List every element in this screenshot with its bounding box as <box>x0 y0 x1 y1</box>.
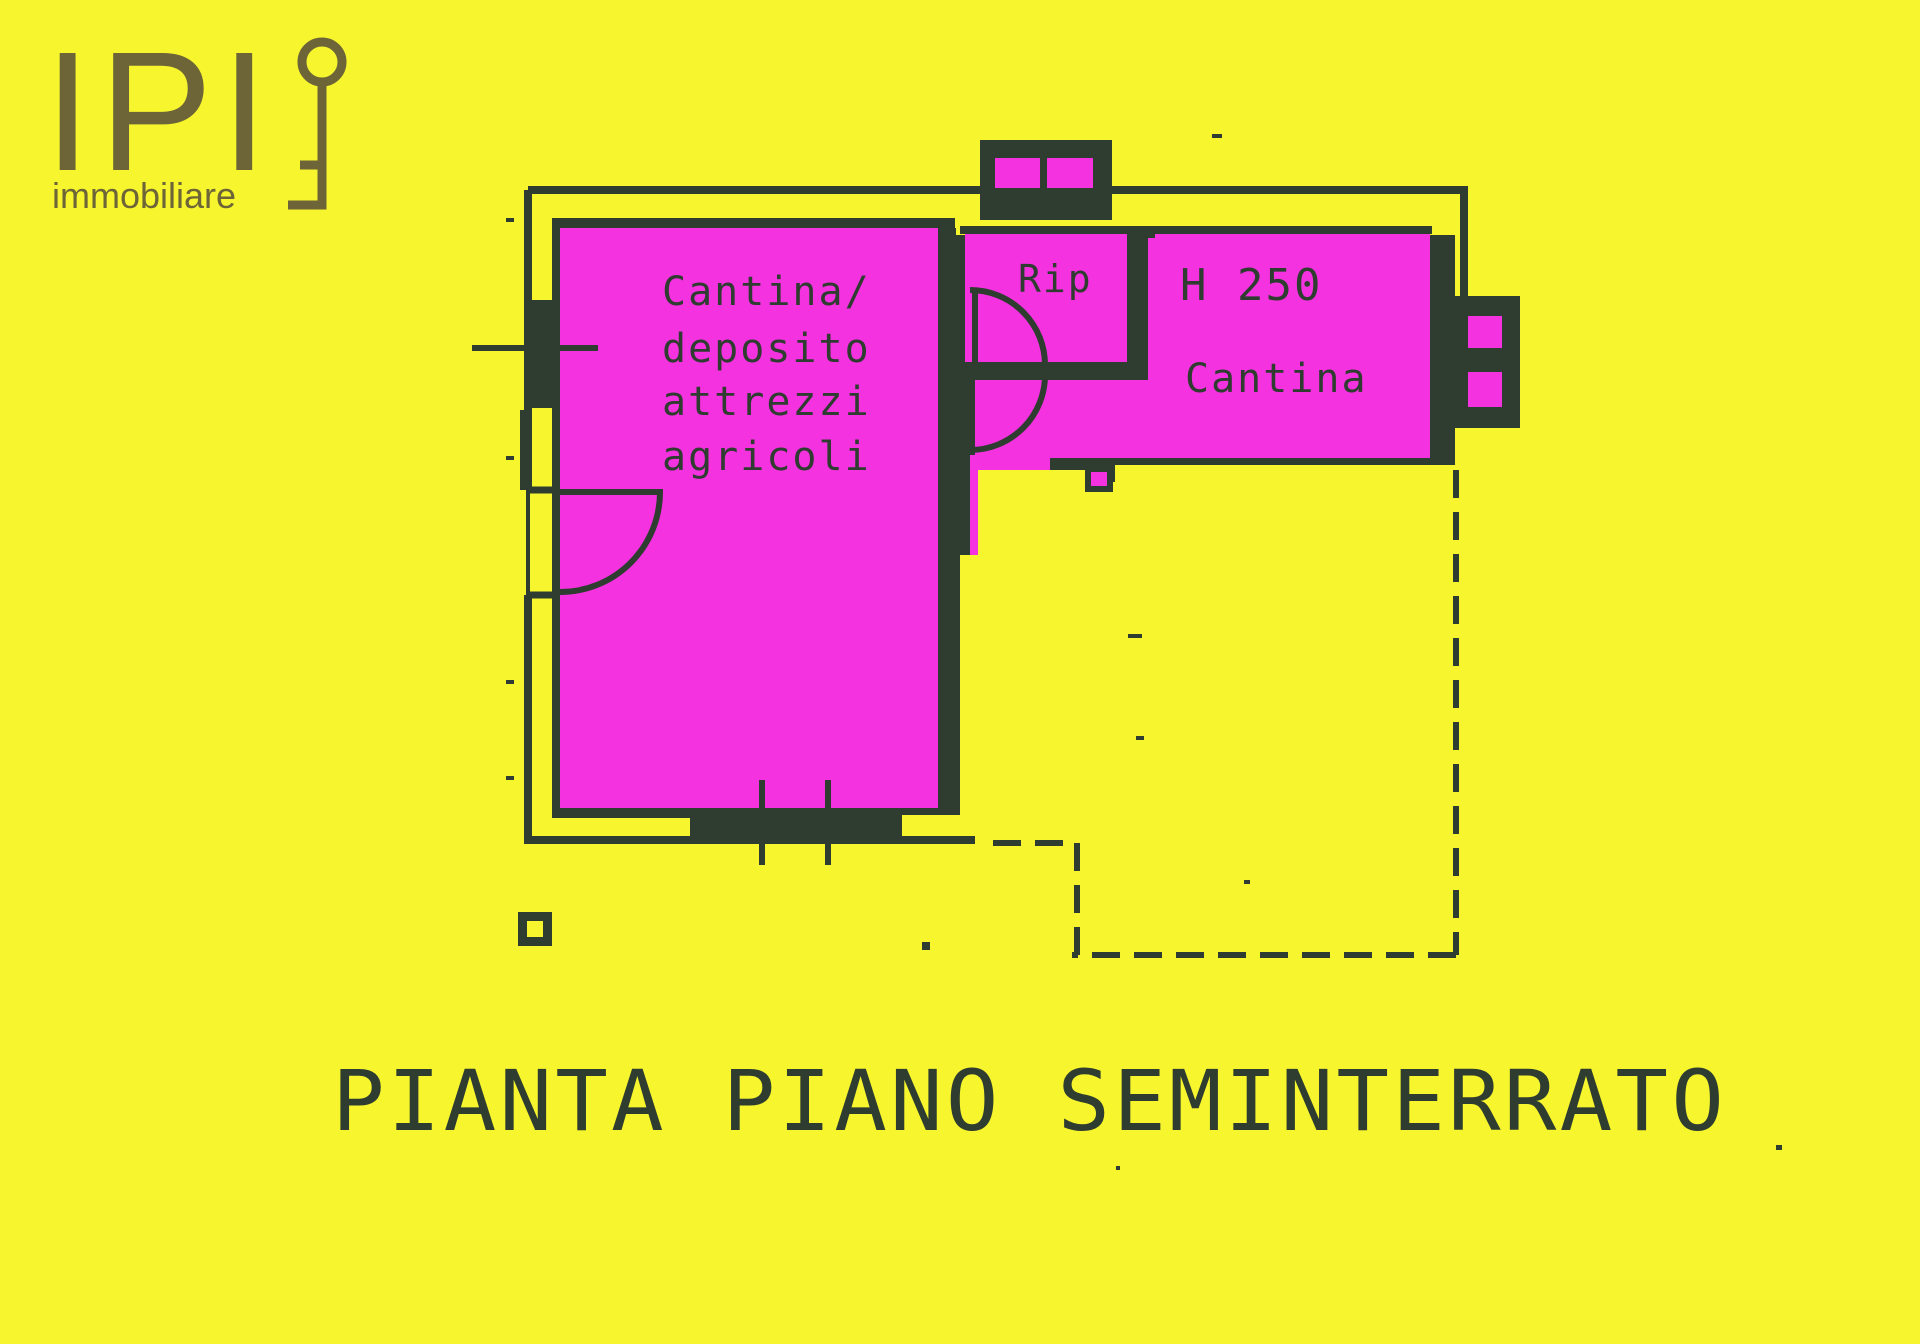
scan-specks <box>506 134 1782 1170</box>
door-swings <box>559 287 1048 595</box>
room-rip <box>965 232 1127 362</box>
label-line-4: agricoli <box>662 434 871 480</box>
top-exterior-box <box>980 140 1112 220</box>
label-line-3: attrezzi <box>662 379 871 425</box>
room-cantina-deposito <box>560 228 938 808</box>
left-openings <box>472 300 598 599</box>
cantina-deposito-label: Cantina/ deposito attrezzi agricoli <box>662 269 871 480</box>
logo-letters: IPI <box>44 17 276 207</box>
label-rip: Rip <box>1018 257 1093 301</box>
key-icon <box>288 37 347 210</box>
bottom-door <box>759 780 831 865</box>
dashed-outline <box>985 470 1459 958</box>
room-labels: Cantina/ deposito attrezzi agricoli Rip … <box>662 257 1368 480</box>
label-cantina: Cantina <box>1185 356 1368 402</box>
partition-walls <box>938 226 1432 555</box>
floor-plan <box>472 134 1782 1170</box>
plan-title: PIANTA PIANO SEMINTERRATO <box>332 1052 1727 1150</box>
label-line-1: Cantina/ <box>662 269 871 315</box>
label-line-2: deposito <box>662 326 871 372</box>
room-cantina <box>975 232 1430 458</box>
square-marker <box>518 912 552 946</box>
room-fills <box>560 228 1430 808</box>
company-logo: IPI immobiliare <box>44 17 347 216</box>
label-height: H 250 <box>1180 260 1322 311</box>
logo-tagline: immobiliare <box>52 175 236 216</box>
